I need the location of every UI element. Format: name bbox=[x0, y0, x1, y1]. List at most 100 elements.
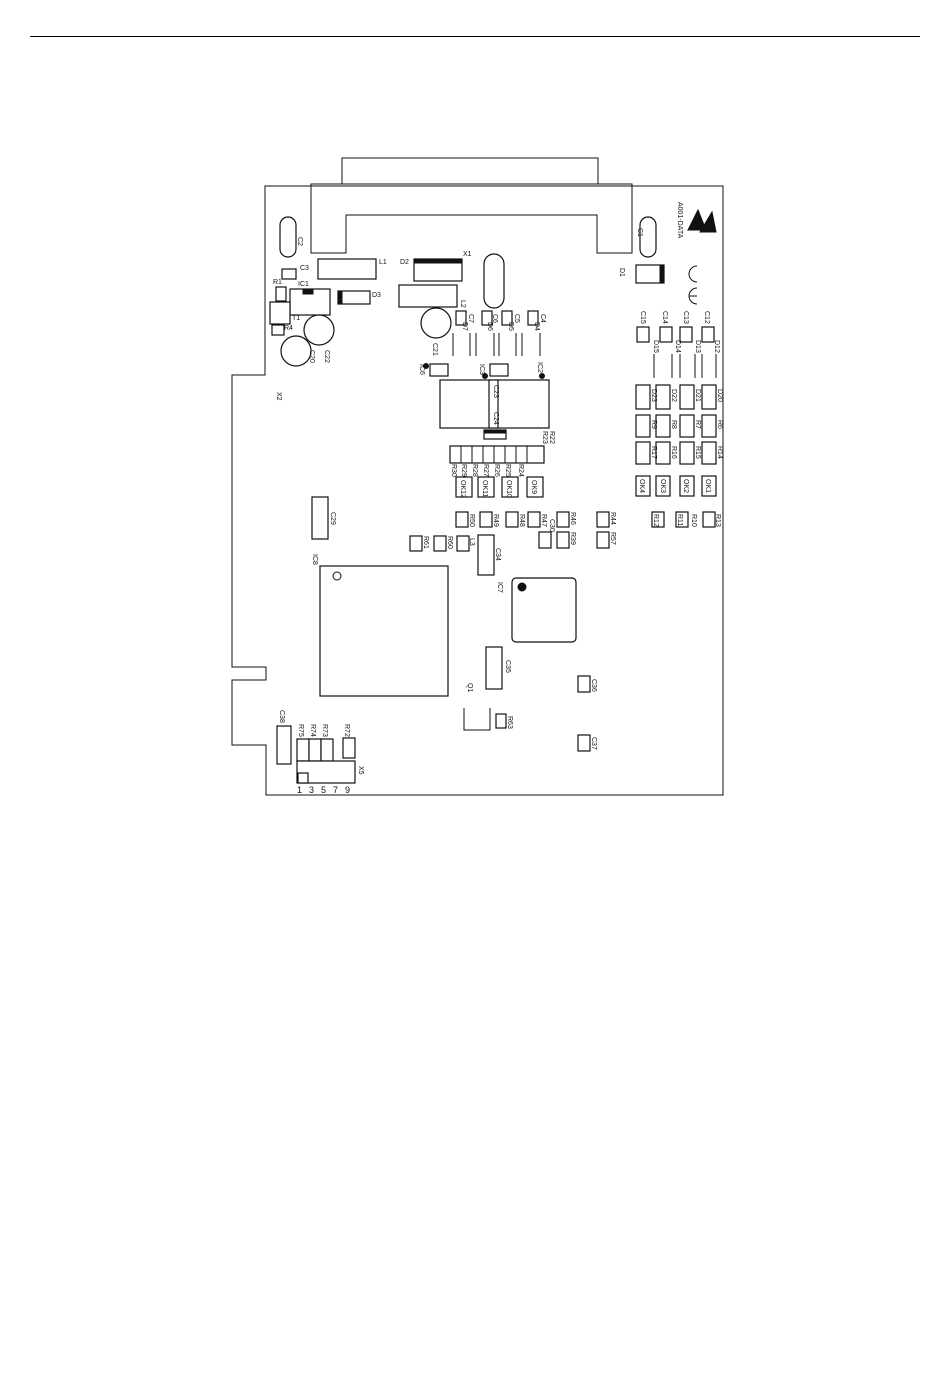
resistor-array-r30-r24 bbox=[449, 445, 545, 464]
label-ok1: OK1 bbox=[704, 479, 711, 493]
label-r12: R12 bbox=[652, 514, 659, 527]
c37-smd bbox=[577, 734, 591, 752]
c2-oval bbox=[279, 216, 297, 258]
right-column-parts bbox=[635, 326, 717, 497]
label-d20: D20 bbox=[716, 389, 723, 402]
label-r72: R72 bbox=[343, 724, 350, 737]
ce-mark bbox=[688, 265, 698, 305]
board-outline bbox=[231, 185, 724, 796]
label-c4: C4 bbox=[539, 314, 546, 323]
label-r50: R50 bbox=[468, 514, 475, 527]
label-ic7: IC7 bbox=[496, 582, 503, 593]
label-d22: D22 bbox=[670, 389, 677, 402]
label-d2: D2 bbox=[400, 259, 409, 266]
c29-smd bbox=[311, 496, 329, 540]
label-r4: R4 bbox=[284, 325, 293, 332]
ic3 bbox=[489, 363, 509, 377]
label-c29: C29 bbox=[329, 512, 336, 525]
label-c13: C13 bbox=[682, 311, 689, 324]
label-c20: C20 bbox=[308, 350, 315, 363]
label-c36: C36 bbox=[590, 679, 597, 692]
label-d23: D23 bbox=[650, 389, 657, 402]
label-d7: D7 bbox=[461, 322, 468, 331]
label-x2: X2 bbox=[275, 392, 282, 401]
diode-row-d7-d4 bbox=[452, 333, 541, 356]
sub-d-connector bbox=[310, 157, 633, 254]
ic1-tab bbox=[302, 288, 314, 295]
label-r29: R29 bbox=[460, 464, 467, 477]
label-ic3: IC3 bbox=[478, 364, 485, 375]
label-r61: R61 bbox=[422, 536, 429, 549]
label-c5: C5 bbox=[513, 314, 520, 323]
label-c37: C37 bbox=[590, 737, 597, 750]
label-ic6: IC6 bbox=[418, 364, 425, 375]
label-c7: C7 bbox=[467, 314, 474, 323]
label-r74: R74 bbox=[309, 724, 316, 737]
label-ic1: IC1 bbox=[298, 281, 309, 288]
d3-diode bbox=[337, 290, 371, 305]
label-r22: R22 bbox=[548, 431, 555, 444]
ic8-fpga bbox=[319, 565, 449, 697]
c38-smd bbox=[276, 725, 292, 765]
label-c21: C21 bbox=[431, 343, 438, 356]
x1-crystal bbox=[483, 253, 505, 309]
label-r63: R63 bbox=[506, 716, 513, 729]
r1-smd bbox=[275, 286, 287, 302]
pin-3: 3 bbox=[309, 785, 314, 795]
l2-inductor bbox=[398, 284, 458, 308]
label-r39: R39 bbox=[569, 532, 576, 545]
label-q1: Q1 bbox=[466, 683, 473, 692]
label-ic2: IC2 bbox=[536, 362, 543, 373]
label-ic8: IC8 bbox=[311, 554, 318, 565]
q1-transistor bbox=[463, 708, 491, 731]
label-ok12: OK12 bbox=[459, 480, 466, 498]
pin-1: 1 bbox=[297, 785, 302, 795]
c21-electrolytic bbox=[420, 307, 452, 339]
label-r26: R26 bbox=[493, 464, 500, 477]
label-c2: C2 bbox=[296, 237, 303, 246]
label-r8: R8 bbox=[670, 420, 677, 429]
label-d12: D12 bbox=[713, 340, 720, 353]
c3-smd bbox=[281, 268, 297, 280]
label-d1: D1 bbox=[618, 268, 625, 277]
label-r27: R27 bbox=[482, 464, 489, 477]
label-d5: D5 bbox=[507, 322, 514, 331]
ic2-block-left bbox=[439, 379, 493, 429]
label-d4: D4 bbox=[533, 322, 540, 331]
r4-smd bbox=[271, 324, 285, 336]
label-d13: D13 bbox=[694, 340, 701, 353]
ic7-controller bbox=[511, 577, 577, 643]
label-r6: R6 bbox=[716, 420, 723, 429]
c36-smd bbox=[577, 675, 591, 693]
label-c24: C24 bbox=[492, 412, 499, 425]
label-t1: T1 bbox=[292, 315, 300, 322]
page-rule bbox=[30, 36, 920, 37]
l1-inductor bbox=[317, 258, 377, 280]
label-c12: C12 bbox=[703, 311, 710, 324]
label-ok11: OK11 bbox=[481, 480, 488, 497]
t1-transistor bbox=[269, 301, 291, 325]
label-d15: D15 bbox=[652, 340, 659, 353]
label-c1: C1 bbox=[636, 228, 643, 237]
optocouplers-ok12-ok9 bbox=[455, 476, 544, 498]
middle-resistor-row bbox=[409, 511, 716, 552]
label-x1: X1 bbox=[463, 251, 472, 258]
label-r7: R7 bbox=[694, 420, 701, 429]
label-r11: R11 bbox=[676, 514, 683, 526]
label-c6: C6 bbox=[491, 314, 498, 323]
c20-electrolytic bbox=[303, 314, 335, 346]
label-ok3: OK3 bbox=[659, 479, 666, 493]
pin-5: 5 bbox=[321, 785, 326, 795]
label-c38: C38 bbox=[278, 710, 285, 723]
label-d14: D14 bbox=[674, 340, 681, 353]
ic2-block-right bbox=[495, 379, 550, 429]
label-r24: R24 bbox=[517, 464, 524, 477]
label-r60: R60 bbox=[446, 536, 453, 549]
c1-oval bbox=[639, 216, 657, 258]
pin-7: 7 bbox=[333, 785, 338, 795]
label-r10: R10 bbox=[690, 514, 697, 527]
label-c35: C35 bbox=[504, 660, 511, 673]
c22-electrolytic bbox=[280, 335, 312, 367]
label-c23: C23 bbox=[492, 385, 499, 398]
